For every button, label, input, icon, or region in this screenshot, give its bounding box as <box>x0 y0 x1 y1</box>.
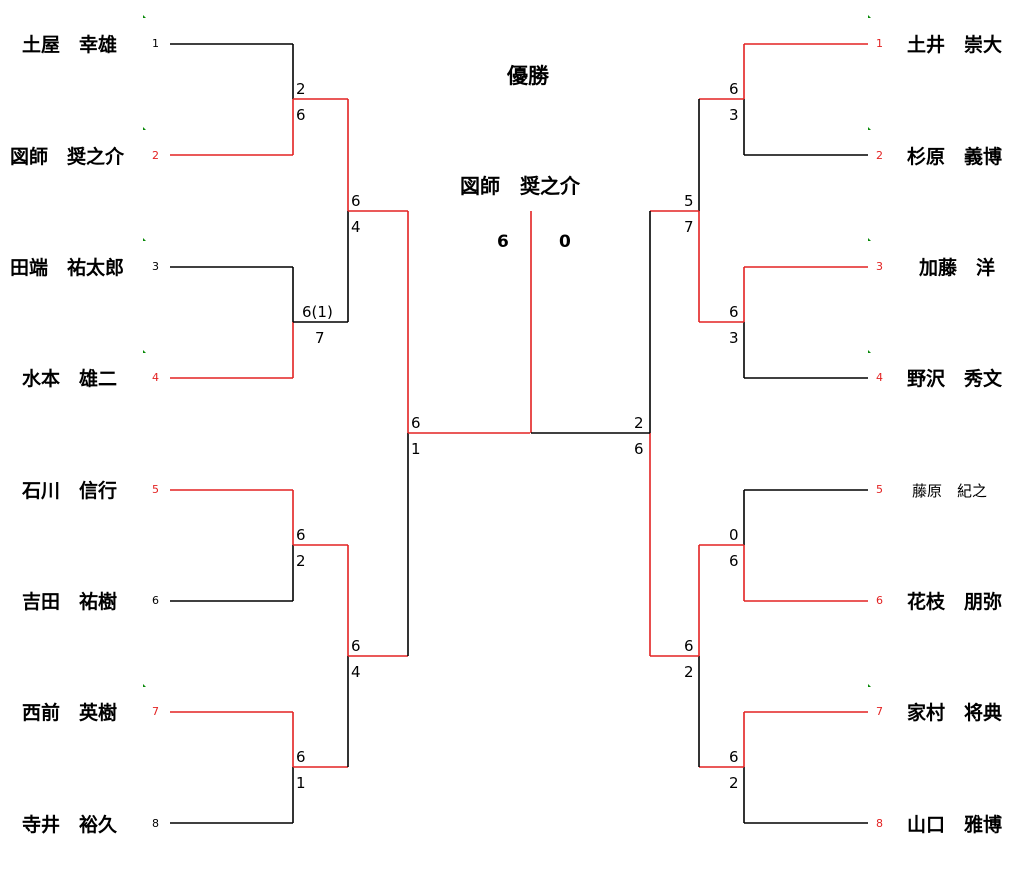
match-score: 2 <box>296 552 306 570</box>
match-score: 6 <box>729 80 739 98</box>
right-seed-number: 7 <box>876 705 883 718</box>
green-mark-icon <box>143 15 146 18</box>
right-player-name: 家村 将典 <box>907 702 1003 724</box>
right-player-name: 土井 崇大 <box>907 34 1003 56</box>
match-score: 6 <box>729 303 739 321</box>
green-mark-icon <box>868 238 871 241</box>
match-score: 2 <box>296 80 306 98</box>
left-seed-number: 1 <box>152 37 159 50</box>
left-player-name: 石川 信行 <box>22 480 118 502</box>
match-score: 6 <box>351 637 361 655</box>
left-player-name: 田端 祐太郎 <box>10 257 125 279</box>
match-score: 6 <box>296 106 306 124</box>
final-score-left: 6 <box>497 232 509 252</box>
match-score: 7 <box>315 329 325 347</box>
green-mark-icon <box>868 350 871 353</box>
match-score: 3 <box>729 106 739 124</box>
left-player-name: 図師 奨之介 <box>10 146 125 168</box>
championship-title: 優勝 <box>507 64 549 88</box>
right-seed-number: 8 <box>876 817 883 830</box>
final-score-right: 0 <box>559 232 571 252</box>
match-score: 6 <box>634 440 644 458</box>
champion-name: 図師 奨之介 <box>460 174 580 198</box>
match-score: 2 <box>634 414 644 432</box>
right-player-name: 藤原 紀之 <box>912 482 988 500</box>
match-score: 7 <box>684 218 694 236</box>
match-score: 2 <box>684 663 694 681</box>
left-player-name: 吉田 祐樹 <box>22 591 118 613</box>
left-seed-number: 5 <box>152 483 159 496</box>
match-score: 6 <box>684 637 694 655</box>
left-seed-number: 4 <box>152 371 159 384</box>
right-player-name: 野沢 秀文 <box>907 368 1003 390</box>
match-score: 4 <box>351 663 361 681</box>
match-score: 1 <box>296 774 306 792</box>
right-player-name: 花枝 朋弥 <box>907 591 1003 613</box>
left-player-name: 西前 英樹 <box>22 702 118 724</box>
green-mark-icon <box>143 684 146 687</box>
left-seed-number: 3 <box>152 260 159 273</box>
right-seed-number: 4 <box>876 371 883 384</box>
green-mark-icon <box>143 238 146 241</box>
match-score: 3 <box>729 329 739 347</box>
match-score: 4 <box>351 218 361 236</box>
left-player-name: 土屋 幸雄 <box>22 34 118 56</box>
match-score: 6 <box>729 748 739 766</box>
match-score: 6(1) <box>302 303 333 321</box>
right-seed-number: 1 <box>876 37 883 50</box>
right-seed-number: 5 <box>876 483 883 496</box>
left-seed-number: 8 <box>152 817 159 830</box>
match-score: 6 <box>411 414 421 432</box>
match-score: 6 <box>296 748 306 766</box>
left-seed-number: 7 <box>152 705 159 718</box>
left-player-name: 寺井 裕久 <box>22 814 118 836</box>
green-mark-icon <box>143 350 146 353</box>
green-mark-icon <box>868 15 871 18</box>
left-seed-number: 2 <box>152 149 159 162</box>
match-score: 6 <box>296 526 306 544</box>
green-mark-icon <box>868 127 871 130</box>
right-player-name: 杉原 義博 <box>907 146 1003 168</box>
right-seed-number: 6 <box>876 594 883 607</box>
right-seed-number: 3 <box>876 260 883 273</box>
green-mark-icon <box>143 127 146 130</box>
right-player-name: 加藤 洋 <box>919 257 996 279</box>
right-seed-number: 2 <box>876 149 883 162</box>
match-score: 0 <box>729 526 739 544</box>
match-score: 1 <box>411 440 421 458</box>
green-mark-icon <box>868 684 871 687</box>
match-score: 2 <box>729 774 739 792</box>
right-player-name: 山口 雅博 <box>907 814 1003 836</box>
match-score: 5 <box>684 192 694 210</box>
match-score: 6 <box>729 552 739 570</box>
match-score: 6 <box>351 192 361 210</box>
left-player-name: 水本 雄二 <box>22 368 118 390</box>
left-seed-number: 6 <box>152 594 159 607</box>
